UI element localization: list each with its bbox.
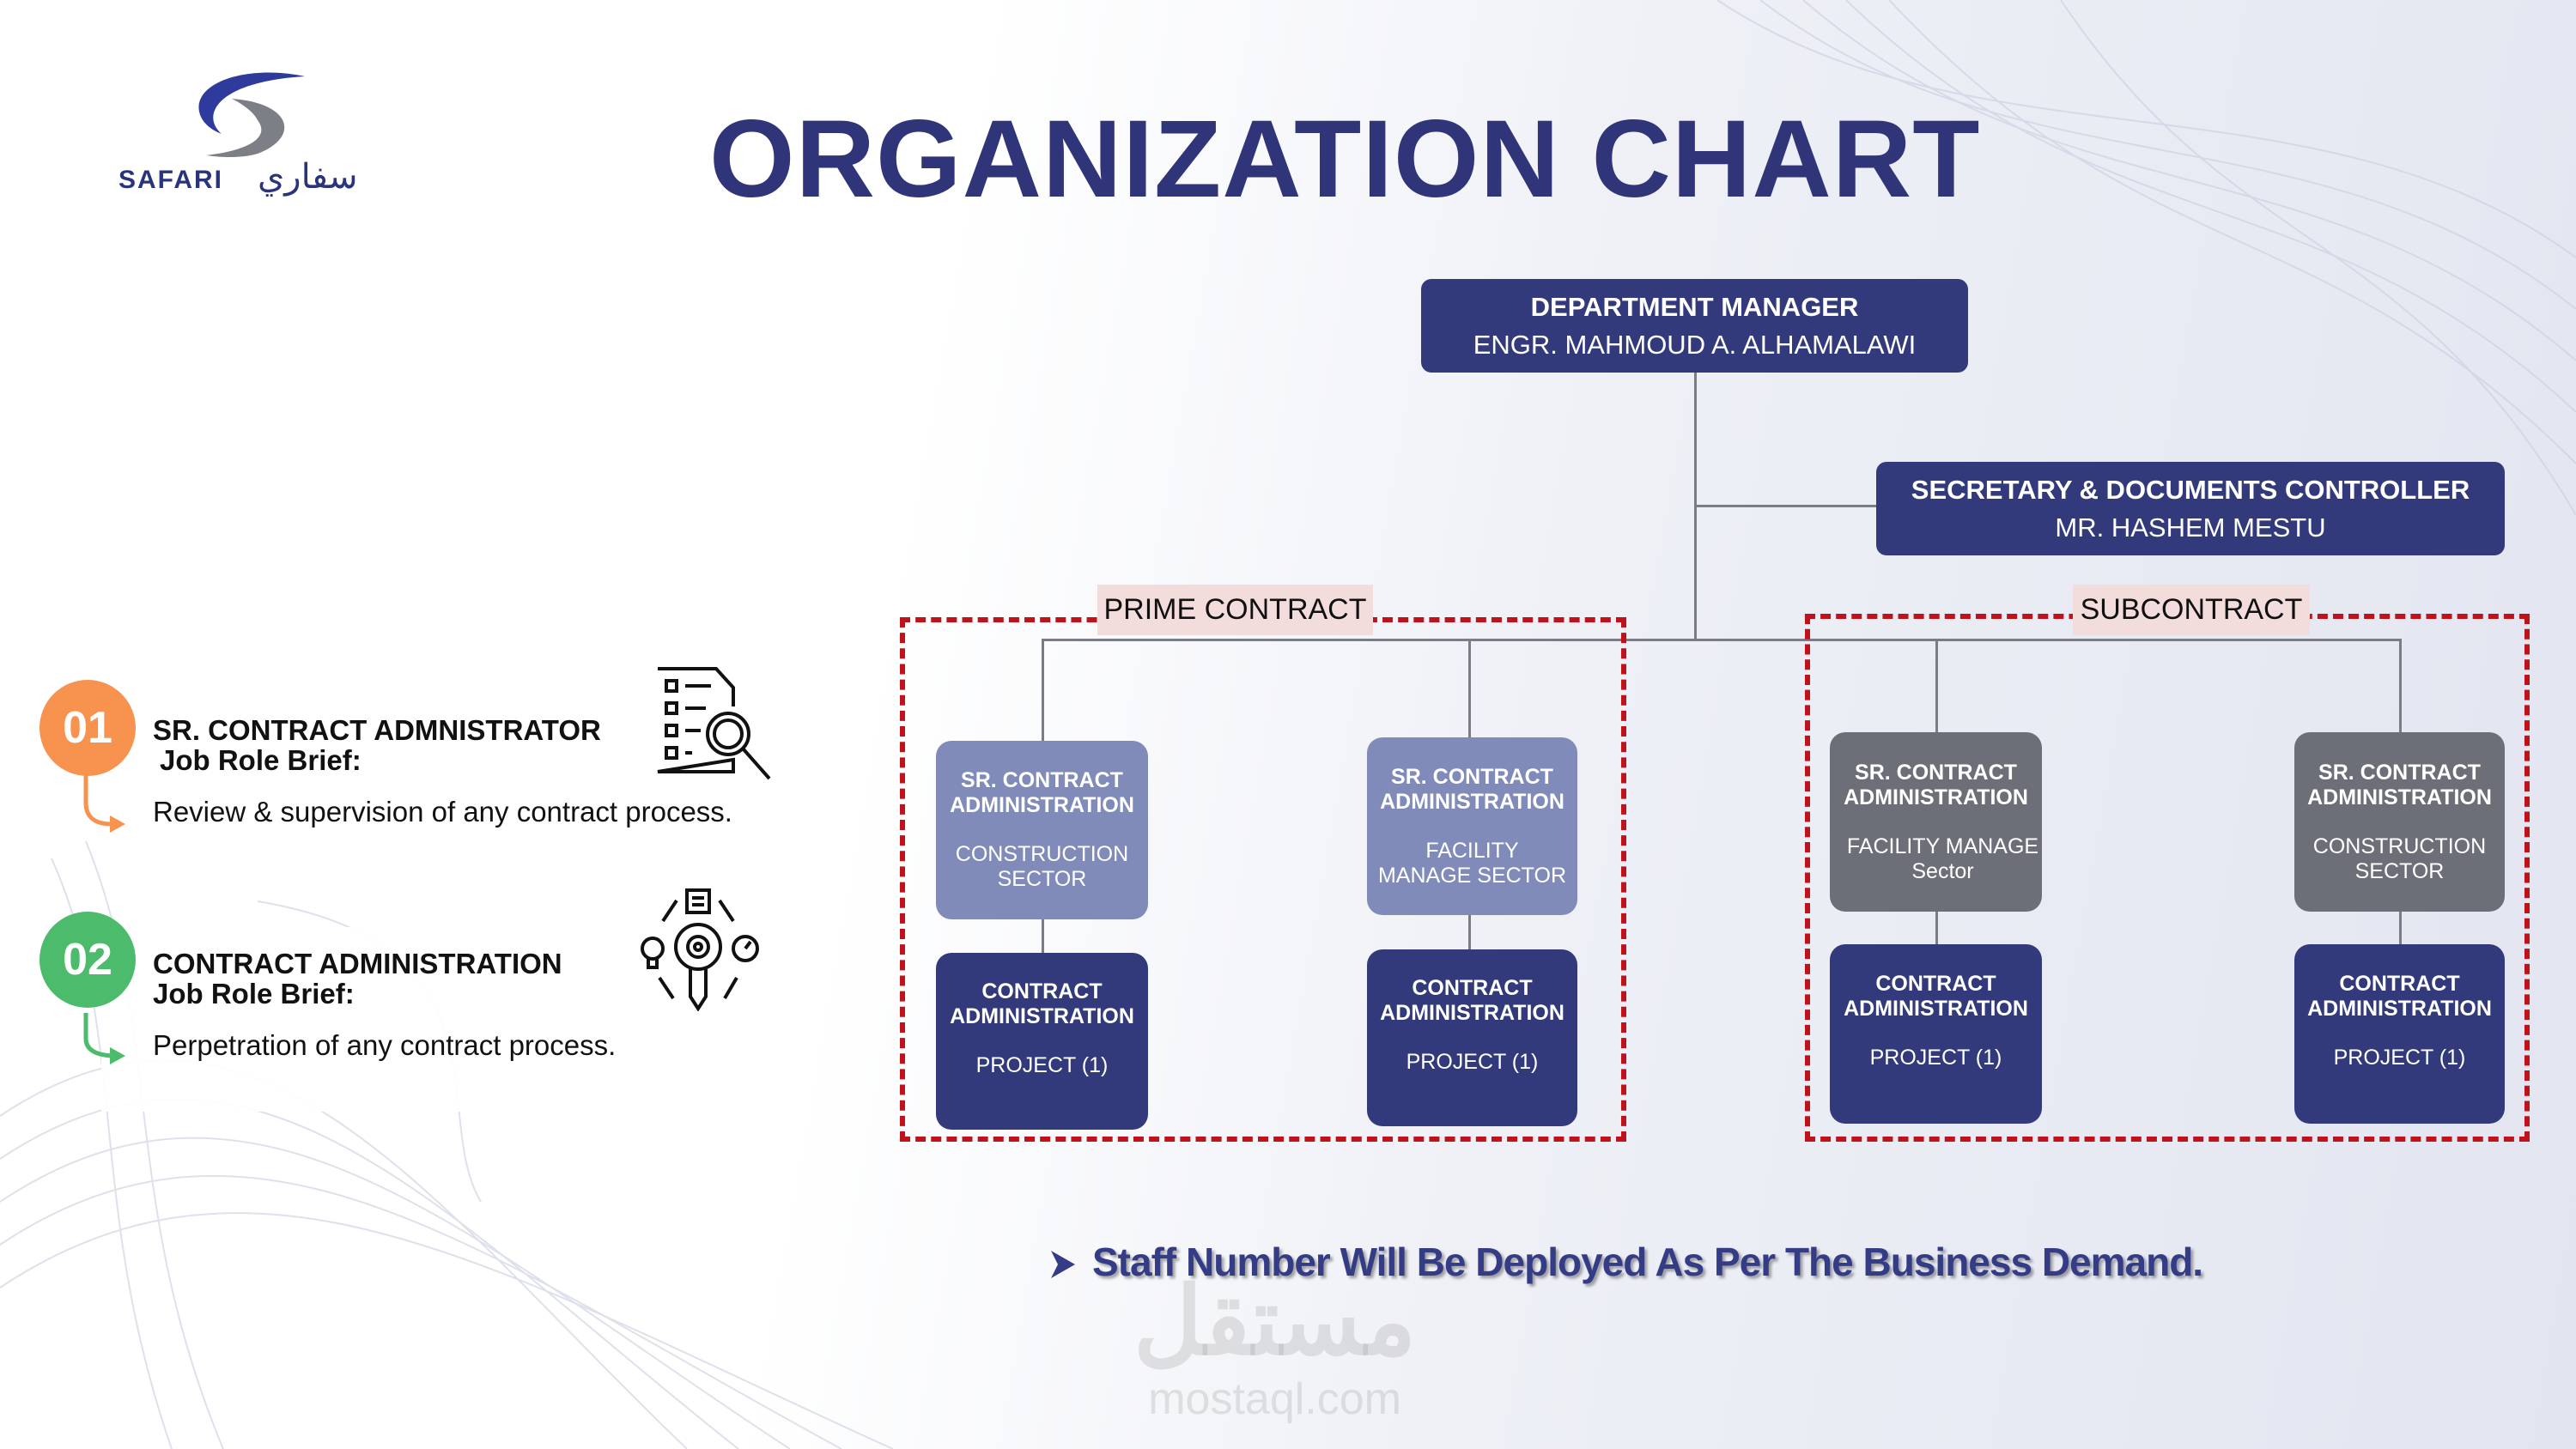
role-arrows <box>83 773 125 1064</box>
connector <box>1468 639 1471 738</box>
box-title: ADMINISTRATION <box>1844 785 2028 809</box>
gear-cycle-icon <box>641 888 759 1011</box>
box-title: ADMINISTRATION <box>950 1003 1134 1028</box>
box-project: PROJECT (1) <box>1406 1049 1539 1074</box>
box-title: CONTRACT <box>2339 972 2460 996</box>
box-sector: FACILITY <box>1425 838 1519 863</box>
role-description: Review & supervision of any contract pro… <box>153 796 732 828</box>
role-panel <box>101 927 800 1112</box>
role-title: SR. CONTRACT ADMNISTRATOR <box>153 714 601 746</box>
box-title: ADMINISTRATION <box>1844 997 2028 1021</box>
secretary-box: SECRETARY & DOCUMENTS CONTROLLER MR. HAS… <box>1876 462 2505 555</box>
subcontract-label: SUBCONTRACT <box>2073 585 2310 635</box>
contract-admin-box: CONTRACT ADMINISTRATION PROJECT (1) <box>1367 949 1577 1126</box>
safari-logo: SAFARI سفاري <box>112 64 404 202</box>
connector <box>1042 919 1044 955</box>
role-description: Perpetration of any contract process. <box>153 1029 617 1061</box>
connector <box>1468 914 1471 950</box>
connector <box>1935 910 1938 946</box>
connector <box>1694 505 1876 507</box>
secretary-name: MR. HASHEM MESTU <box>2055 512 2326 543</box>
safari-s-mark-icon <box>198 72 305 157</box>
box-title: CONTRACT <box>1875 972 1996 996</box>
box-project: PROJECT (1) <box>975 1052 1109 1077</box>
box-sector: MANAGE SECTOR <box>1377 863 1567 888</box>
box-title: ADMINISTRATION <box>2307 785 2492 809</box>
box-title: SR. CONTRACT <box>1391 764 1553 789</box>
role-brief-label: Job Role Brief: <box>160 744 361 776</box>
box-title: SR. CONTRACT <box>1855 760 2017 785</box>
document-search-icon <box>657 667 771 780</box>
role-title: CONTRACT ADMINISTRATION <box>153 948 562 979</box>
role-number-badge: 01 <box>39 680 136 776</box>
department-manager-box: DEPARTMENT MANAGER ENGR. MAHMOUD A. ALHA… <box>1421 279 1968 373</box>
box-sector: SECTOR <box>997 867 1087 891</box>
sr-contract-admin-box: SR. CONTRACT ADMINISTRATION CONSTRUCTION… <box>2294 732 2505 912</box>
secretary-role: SECRETARY & DOCUMENTS CONTROLLER <box>1911 474 2470 505</box>
connector <box>2399 910 2402 946</box>
box-sector: SECTOR <box>2354 858 2445 883</box>
arrow-bullet-icon <box>1051 1251 1075 1278</box>
box-project: PROJECT (1) <box>1869 1046 2002 1070</box>
box-title: ADMINISTRATION <box>1380 1000 1564 1025</box>
watermark-en: mostaql.com <box>1148 1374 1401 1424</box>
watermark: مستقل mostaql.com <box>1133 1270 1416 1425</box>
contract-admin-box: CONTRACT ADMINISTRATION PROJECT (1) <box>1830 944 2042 1124</box>
logo-text-ar: سفاري <box>258 158 358 196</box>
connector <box>1042 639 1044 742</box>
box-title: ADMINISTRATION <box>1380 789 1564 814</box>
box-title: CONTRACT <box>1412 975 1533 1000</box>
contract-admin-box: CONTRACT ADMINISTRATION PROJECT (1) <box>2294 944 2505 1124</box>
box-sector: CONSTRUCTION <box>2312 834 2487 858</box>
box-sector: FACILITY MANAGE <box>1846 834 2039 858</box>
connector <box>1935 639 1938 733</box>
connector <box>1042 639 2402 641</box>
prime-contract-label: PRIME CONTRACT <box>1097 585 1373 635</box>
box-title: SR. CONTRACT <box>961 768 1123 792</box>
box-title: ADMINISTRATION <box>2307 997 2492 1021</box>
box-title: SR. CONTRACT <box>2318 760 2481 785</box>
watermark-ar: مستقل <box>1133 1269 1417 1374</box>
box-sector: Sector <box>1911 858 1974 883</box>
page-title: ORGANIZATION CHART <box>709 98 1981 221</box>
sr-contract-admin-box: SR. CONTRACT ADMINISTRATION CONSTRUCTION… <box>936 741 1148 919</box>
role-brief-label: Job Role Brief: <box>153 978 355 1009</box>
connector <box>2399 639 2402 733</box>
box-title: ADMINISTRATION <box>950 793 1134 817</box>
role-panel <box>101 687 800 865</box>
role-number-badge: 02 <box>39 912 136 1008</box>
staffing-note: Staff Number Will Be Deployed As Per The… <box>1092 1240 2203 1284</box>
box-sector: CONSTRUCTION <box>955 842 1129 866</box>
manager-name: ENGR. MAHMOUD A. ALHAMALAWI <box>1473 329 1917 360</box>
box-project: PROJECT (1) <box>2333 1046 2466 1070</box>
box-title: CONTRACT <box>981 979 1103 1003</box>
manager-role: DEPARTMENT MANAGER <box>1530 291 1859 322</box>
contract-admin-box: CONTRACT ADMINISTRATION PROJECT (1) <box>936 953 1148 1130</box>
logo-text-en: SAFARI <box>118 166 224 194</box>
sr-contract-admin-box: SR. CONTRACT ADMINISTRATION FACILITY MAN… <box>1830 732 2042 912</box>
sr-contract-admin-box: SR. CONTRACT ADMINISTRATION FACILITY MAN… <box>1367 737 1577 915</box>
